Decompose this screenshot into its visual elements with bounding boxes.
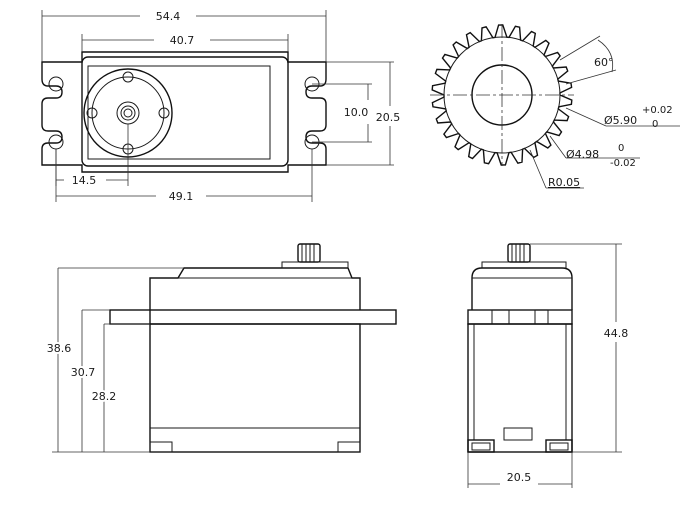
dim-overall-width: 54.4 [156, 10, 181, 23]
end-flange-tab [508, 309, 536, 325]
dim-end-height: 44.8 [604, 327, 629, 340]
case-top-cover [87, 65, 271, 160]
side-foot [149, 441, 173, 453]
dim-tooth-angle: 60° [594, 56, 614, 69]
dim-root-diameter: Ø4.98 [566, 148, 599, 161]
end-top-cap [471, 267, 573, 310]
side-body [149, 323, 361, 453]
dim-end-width: 20.5 [507, 471, 532, 484]
end-view: 44.8 20.5 [467, 243, 629, 488]
end-flange-band [467, 309, 573, 325]
spline-shaft-core [123, 108, 133, 118]
end-body [467, 323, 573, 453]
dim-outer-diameter: Ø5.90 [604, 114, 637, 127]
dim-hole-spacing: 10.0 [344, 106, 369, 119]
dim-overall-height: 20.5 [376, 111, 401, 124]
end-output-horn [481, 261, 567, 269]
side-output-horn [281, 261, 349, 269]
dim-root-tol-lower: -0.02 [610, 158, 636, 169]
gear-detail-view: 60° Ø5.90 +0.02 0 Ø4.98 0 -0.02 R0.05 [430, 24, 680, 189]
dim-outer-tol-upper: +0.02 [642, 105, 673, 116]
end-flange-tab [467, 309, 493, 325]
side-foot [337, 441, 361, 453]
end-foot-inner [471, 442, 491, 451]
dim-hole-centers: 49.1 [169, 190, 194, 203]
dim-total-height: 38.6 [47, 342, 72, 355]
top-view: 54.4 40.7 10.0 20.5 14.5 49.1 [41, 10, 401, 203]
end-flange-tab [547, 309, 573, 325]
output-notch [122, 71, 134, 83]
dim-root-radius: R0.05 [548, 176, 580, 189]
spline-shaft-inner [120, 105, 136, 121]
end-foot [545, 439, 573, 453]
dim-shaft-offset: 14.5 [72, 174, 97, 187]
end-spline [507, 243, 531, 263]
mounting-hole [48, 76, 64, 92]
dim-flange-height: 30.7 [71, 366, 96, 379]
end-connector [503, 427, 533, 441]
side-flange [109, 309, 397, 325]
side-spline [297, 243, 321, 263]
side-top-cover [149, 267, 361, 324]
case-outline [81, 56, 289, 167]
spline-shaft [116, 101, 140, 125]
side-view: 38.6 30.7 28.2 [45, 243, 397, 453]
dim-root-tol-upper: 0 [618, 143, 624, 154]
dim-outer-tol-lower: 0 [652, 119, 658, 130]
dim-case-width: 40.7 [170, 34, 195, 47]
end-foot [467, 439, 495, 453]
output-notch [86, 107, 98, 119]
output-notch [158, 107, 170, 119]
end-foot-inner [549, 442, 569, 451]
dim-body-height: 28.2 [92, 390, 117, 403]
